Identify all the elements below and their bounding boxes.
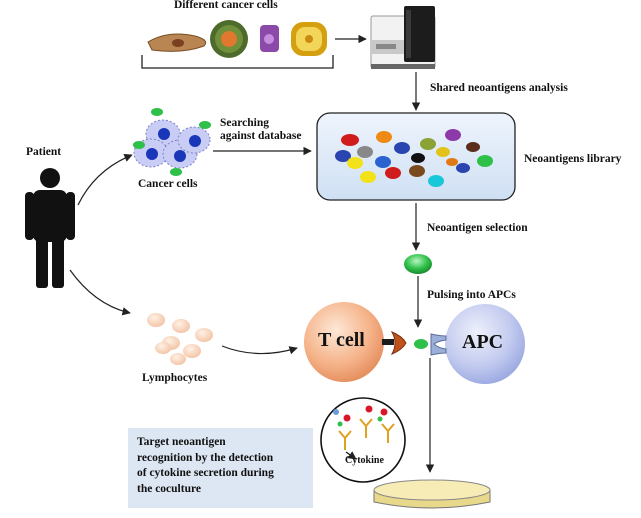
searching-database-label: Searching against database	[220, 117, 302, 142]
cytokine-label: Cytokine	[345, 455, 384, 466]
cytokine-magnified-view	[320, 397, 406, 483]
purple-cell-icon	[260, 25, 279, 52]
apc-label: APC	[462, 331, 504, 353]
tcr-receptor-icon	[382, 331, 407, 355]
arrow-patient-to-cancer-cells	[77, 153, 133, 206]
cytokine-burst-icon	[343, 405, 388, 422]
neoantigen-selection-label: Neoantigen selection	[427, 222, 528, 234]
t-cell-label: T cell	[318, 329, 365, 351]
presented-neoantigen-icon	[414, 339, 428, 349]
cancer-cells-label: Cancer cells	[138, 178, 198, 190]
neoantigens-library-label: Neoantigens library	[524, 153, 622, 165]
antibody-icon	[338, 418, 395, 450]
spindle-cell-icon	[147, 33, 207, 52]
different-cancer-cells-label: Different cancer cells	[174, 0, 278, 11]
lymphocyte-cells-icon	[147, 313, 213, 365]
cancer-cell-cluster-icon	[133, 108, 211, 176]
t-cell-circle	[304, 302, 384, 382]
selected-neoantigen-capsule-icon	[404, 254, 432, 274]
pulsing-into-apcs-label: Pulsing into APCs	[427, 289, 516, 301]
arrow-lymphocytes-to-tcell	[221, 345, 298, 355]
patient-silhouette-icon	[25, 168, 75, 288]
target-recognition-text: Target neoantigen recognition by the det…	[137, 436, 274, 495]
neoantigens-library-box	[316, 112, 516, 201]
neoantigen-capsules	[335, 129, 493, 187]
cancer-cells-bracket	[141, 55, 334, 69]
patient-label: Patient	[26, 146, 62, 158]
green-cell-icon	[210, 20, 248, 58]
cancer-cell-types-group	[141, 20, 334, 69]
mhc-receptor-icon	[430, 333, 447, 356]
arrow-patient-to-lymphocytes	[69, 269, 131, 316]
lymphocytes-label: Lymphocytes	[142, 372, 208, 384]
yellow-cell-icon	[291, 22, 327, 56]
target-recognition-box	[128, 428, 313, 508]
sequencer-icon	[370, 6, 436, 69]
apc-circle	[445, 304, 525, 384]
petri-dish-icon	[373, 479, 491, 509]
shared-neoantigens-analysis-label: Shared neoantigens analysis	[430, 82, 568, 94]
